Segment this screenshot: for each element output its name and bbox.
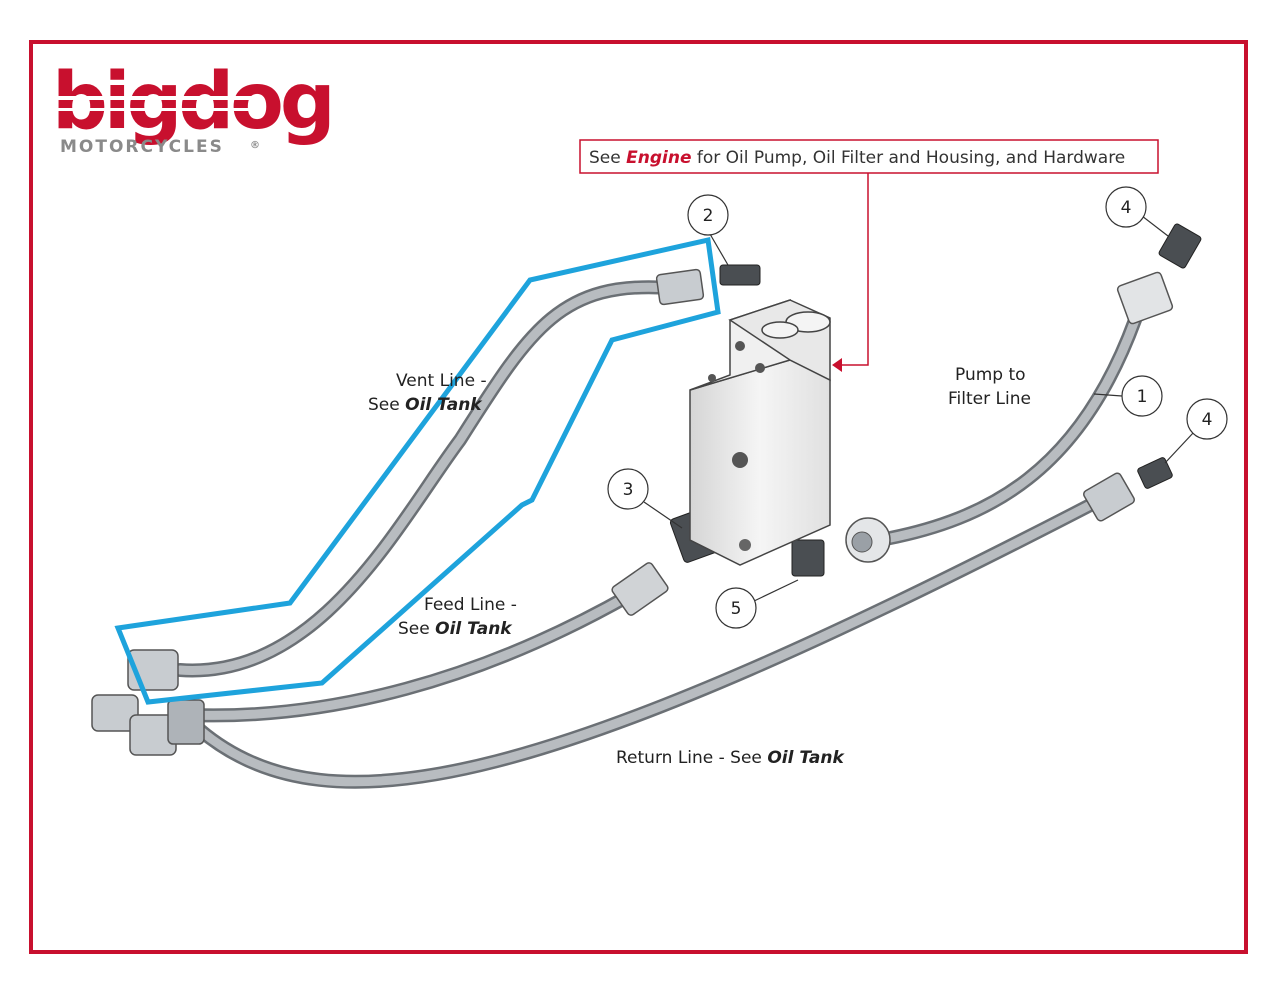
callout-circle [715,587,757,629]
oil-pump-port [732,452,748,468]
callout-circle [1121,375,1163,417]
callout-number: 2 [703,206,714,226]
logo-stripe [56,108,261,111]
callout-4-upper: 4 [1105,186,1169,237]
callout-number: 3 [623,480,634,500]
vent-line-label-line2: See Oil Tank [368,395,483,415]
callout-circle [1186,398,1228,440]
callout-circle [607,468,649,510]
pump-filter-label-line2: Filter Line [948,389,1031,409]
engine-note-leader [840,173,869,366]
logo-brand-text: bigdog [52,57,332,147]
pump-filter-hose [875,315,1140,545]
callout-number: 1 [1137,387,1148,407]
feed-line-label: Feed Line - See Oil Tank [398,595,517,639]
logo-registered-mark: ® [250,140,262,151]
callout-3: 3 [607,468,683,529]
vent-line-label-line1: Vent Line - [396,371,487,391]
fitting-4-upper [1158,223,1202,269]
callout-circle [1105,186,1147,228]
callout-1: 1 [1093,375,1163,417]
engine-note: See Engine for Oil Pump, Oil Filter and … [579,139,1159,372]
engine-note-arrow [832,358,842,372]
oil-pump-port [708,374,716,382]
pump-filter-upper-nut [1116,271,1174,325]
return-line-label-text: Return Line - See Oil Tank [616,748,845,768]
bigdog-logo: bigdog MOTORCYCLES ® [52,57,336,157]
diagram-frame [29,40,1248,954]
logo-stripe [56,96,261,100]
engine-note-text: See Engine for Oil Pump, Oil Filter and … [589,148,1125,168]
feed-line-label-line1: Feed Line - [424,595,517,615]
callout-number: 4 [1202,410,1213,430]
logo-subtitle: MOTORCYCLES [60,137,224,157]
oil-pump-body [689,359,831,566]
oil-pump-plug [761,321,799,339]
callout-5: 5 [715,579,799,629]
return-line-nut [1083,472,1135,522]
callout-2: 2 [687,194,729,266]
callout-number: 5 [731,599,742,619]
callout-circle [687,194,729,236]
return-line-label: Return Line - See Oil Tank [616,748,845,768]
return-line-elbow [167,699,205,745]
fitting-4-lower [1137,457,1173,489]
fitting-2 [719,264,761,286]
engine-note-box [579,139,1159,174]
feed-line-hose [185,590,635,720]
oil-pump-block [689,298,831,566]
vent-line-hose [175,282,675,675]
callout-number: 4 [1121,198,1132,218]
oil-pump-port [739,539,751,551]
oil-pump-port [755,363,765,373]
pump-filter-label: Pump to Filter Line [948,365,1031,409]
feed-line-nut [611,562,669,616]
fittings [91,223,1202,756]
hose-group [173,280,1142,789]
feed-line-label-line2: See Oil Tank [398,619,513,639]
oil-pump-port [735,341,745,351]
return-line-hose [195,495,1105,787]
pump-filter-label-line1: Pump to [955,365,1026,385]
vent-line-nut [655,268,705,306]
vent-line-highlight [114,236,721,705]
vent-line-label: Vent Line - See Oil Tank [368,371,487,415]
pump-filter-lower-bore [851,531,873,553]
callout-4-lower: 4 [1164,398,1228,464]
fitting-5 [791,539,825,577]
feed-line-end-fitting [91,694,139,732]
